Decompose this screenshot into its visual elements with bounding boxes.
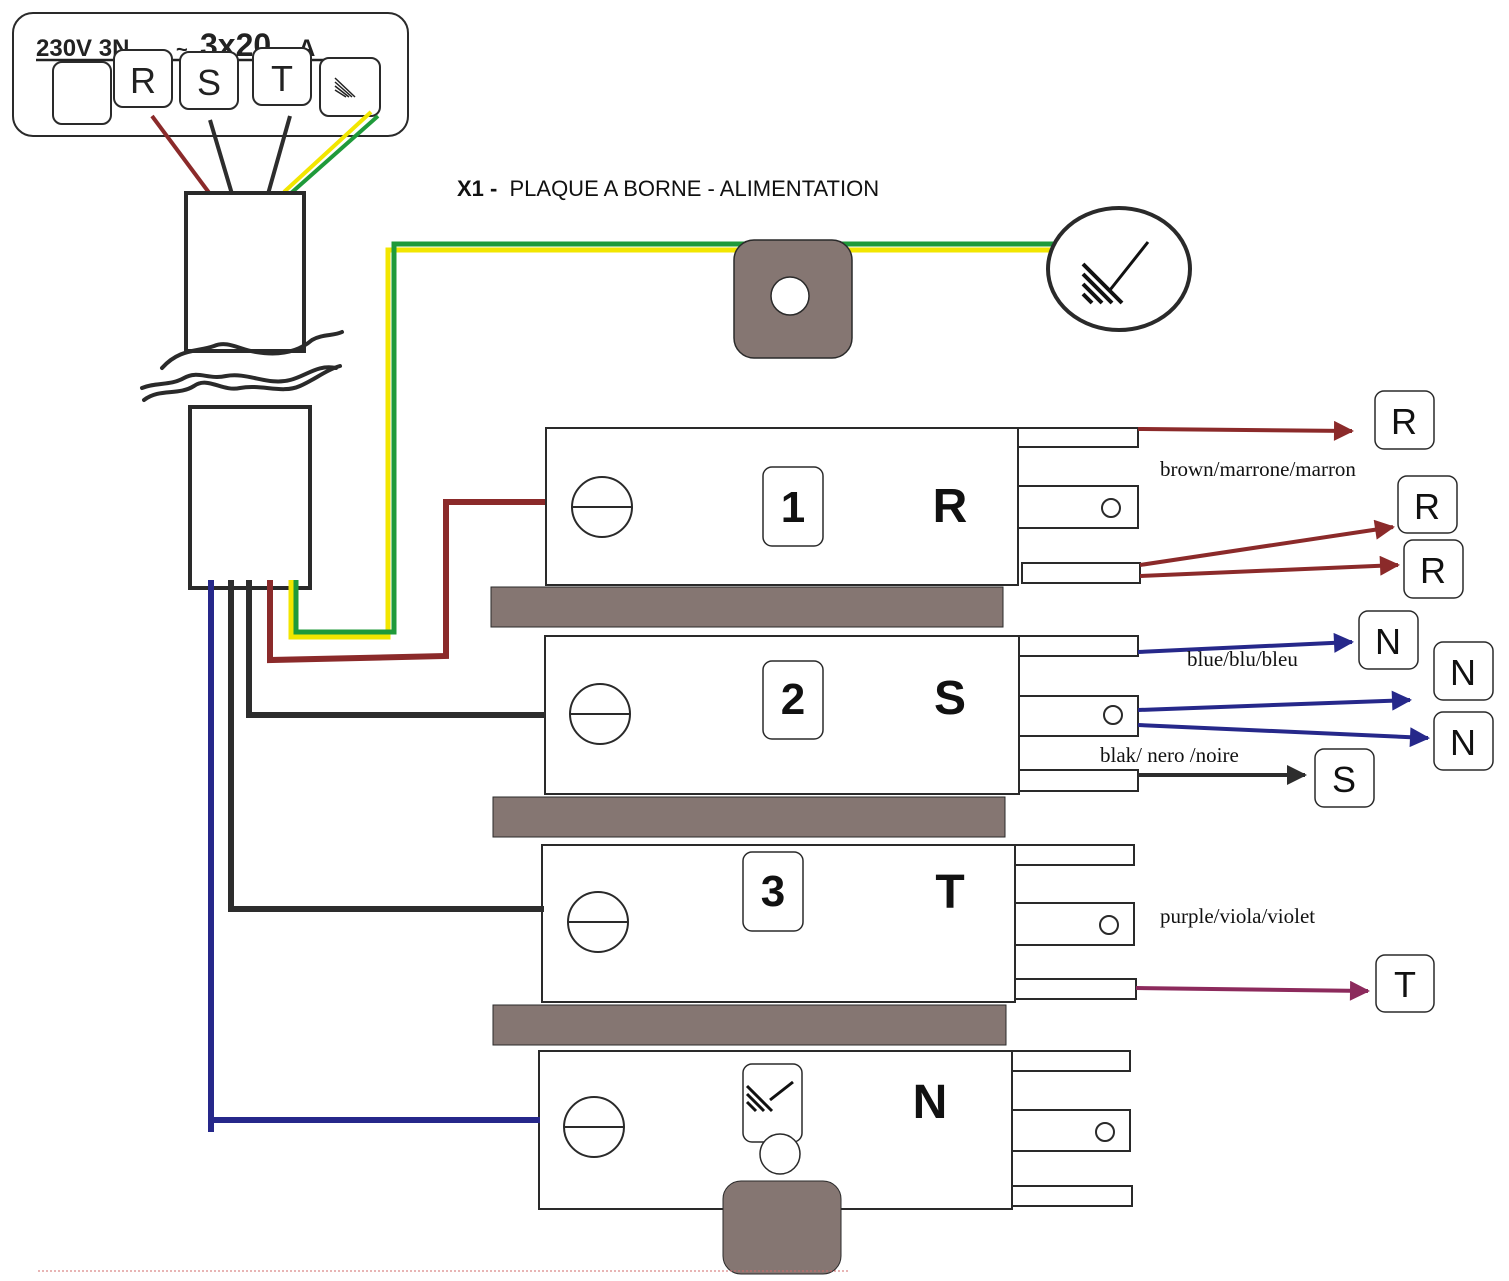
output-r-top <box>1374 390 1435 450</box>
mounting-hole-icon <box>770 276 810 316</box>
block-wires <box>208 499 545 1132</box>
cable-upper <box>184 191 306 353</box>
block-phase: S <box>934 672 966 725</box>
earth-ground-icon <box>745 1080 794 1113</box>
mounting-hole-icon <box>759 1133 801 1175</box>
output-n-low-label: N <box>1450 722 1476 763</box>
output-s-label: S <box>1332 759 1356 800</box>
earth-badge <box>742 1063 803 1143</box>
screw-terminal-icon <box>563 1096 625 1158</box>
black-wire-s <box>246 580 545 718</box>
block-number-badge <box>762 466 824 547</box>
block-phase: N <box>913 1076 948 1129</box>
mounting-bar-3 <box>492 1004 1007 1046</box>
tab-top <box>1014 844 1135 866</box>
tab-top <box>1017 427 1139 448</box>
supply-rating-tilde: ~ <box>176 39 188 61</box>
output-arrows <box>1135 420 1430 1001</box>
mounting-hole-icon <box>1095 1122 1115 1142</box>
terminal-neutral-blank <box>52 61 112 125</box>
mounting-bar-2 <box>492 796 1006 838</box>
output-r-low <box>1403 539 1464 599</box>
terminal-block-2: 2 S <box>544 635 1139 795</box>
output-n-top <box>1358 610 1419 670</box>
brown-color-label: brown/marrone/marron <box>1160 457 1356 481</box>
earth-ground-icon <box>1081 241 1150 305</box>
blue-color-label: blue/blu/bleu <box>1187 647 1298 671</box>
tab-bottom <box>1018 769 1139 792</box>
output-n-top-label: N <box>1375 621 1401 662</box>
terminal-t <box>252 47 312 106</box>
supply-wires <box>150 110 380 196</box>
blue-wire <box>208 580 540 1132</box>
screw-terminal-icon <box>567 891 629 953</box>
output-s <box>1314 748 1375 808</box>
block-phase: T <box>935 866 964 919</box>
block-number: 1 <box>781 483 805 532</box>
mounting-hole-icon <box>1103 705 1123 725</box>
output-r-top-label: R <box>1391 401 1417 442</box>
tab-bottom <box>1021 562 1141 584</box>
output-t-label: T <box>1394 964 1416 1005</box>
supply-connector-box: 230V 3N ~ 3x20 A R S T <box>12 12 409 137</box>
output-n-low <box>1433 711 1494 771</box>
terminal-s-label: S <box>197 62 221 103</box>
mounting-foot <box>722 1180 842 1275</box>
cable-lower <box>188 405 312 590</box>
black-wire-t <box>228 580 544 912</box>
output-n-mid <box>1433 641 1494 701</box>
earth-wire <box>288 241 1058 640</box>
output-r-low-label: R <box>1420 550 1446 591</box>
terminal-t-label: T <box>271 58 293 99</box>
earth-mounting-clamp <box>733 239 853 359</box>
screw-terminal-icon <box>571 476 633 538</box>
tab-top <box>1018 635 1139 657</box>
terminal-s <box>179 51 239 110</box>
earth-ground-icon <box>334 77 356 98</box>
title-text: PLAQUE A BORNE - ALIMENTATION <box>509 176 879 201</box>
tab-bottom <box>1011 1185 1133 1207</box>
block-number: 2 <box>781 675 805 724</box>
terminal-block-1: 1 R <box>545 427 1141 586</box>
block-number: 3 <box>761 867 785 916</box>
black-color-label: blak/ nero /noire <box>1100 743 1239 767</box>
terminal-r-label: R <box>130 60 156 101</box>
terminal-block-n: N <box>538 1050 1133 1210</box>
earth-bolt <box>1046 206 1192 332</box>
svg-text:X1 - PLAQUE A BORNE - AL: X1 - PLAQUE A BORNE - ALIMENTATION <box>457 176 879 201</box>
tab-top <box>1011 1050 1131 1072</box>
output-labels: R R R N N N S T <box>1314 390 1494 1013</box>
mounting-bar-1 <box>490 586 1004 628</box>
terminal-block-3: 3 T <box>541 844 1137 1003</box>
block-number-badge <box>742 851 804 932</box>
block-phase: R <box>933 480 968 533</box>
output-r-mid <box>1397 475 1458 534</box>
mounting-hole-icon <box>1099 915 1119 935</box>
brown-wire <box>267 499 545 664</box>
mounting-hole-icon <box>1101 498 1121 518</box>
screw-terminal-icon <box>569 683 631 745</box>
purple-color-label: purple/viola/violet <box>1160 904 1315 928</box>
tab-bottom <box>1014 978 1137 1000</box>
output-n-mid-label: N <box>1450 652 1476 693</box>
output-t <box>1375 954 1435 1013</box>
output-r-mid-label: R <box>1414 486 1440 527</box>
terminal-r <box>113 49 173 108</box>
terminal-earth <box>319 57 381 117</box>
title-prefix: X1 - <box>457 176 497 201</box>
cable-break-marks <box>140 330 344 402</box>
terminal-block-title: X1 - PLAQUE A BORNE - ALIMENTATION <box>457 176 879 201</box>
block-number-badge <box>762 660 824 740</box>
